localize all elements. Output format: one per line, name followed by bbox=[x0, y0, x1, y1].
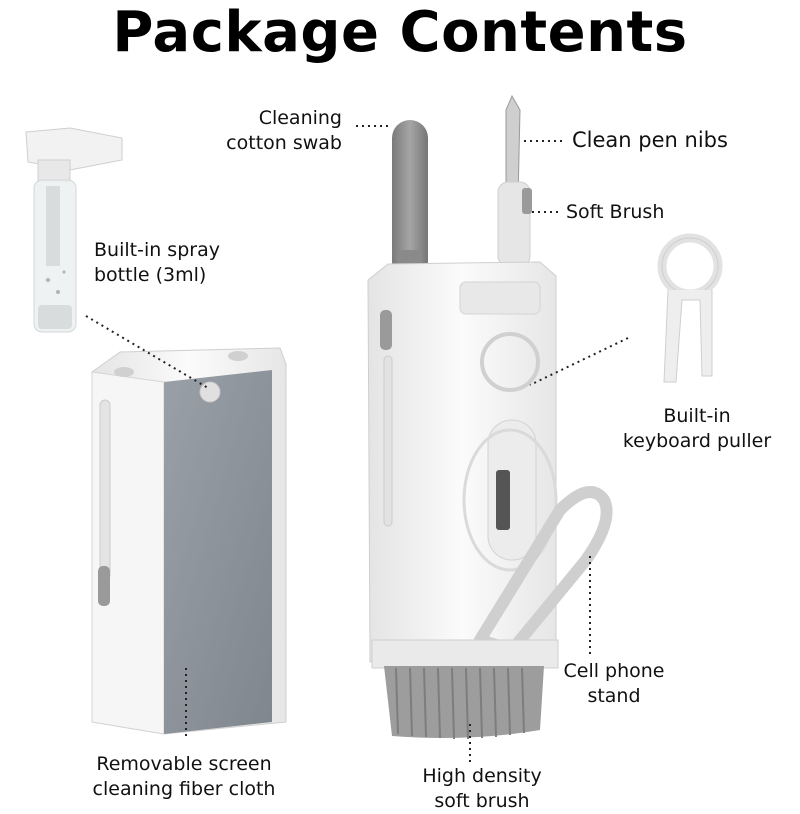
spray-bottle bbox=[25, 127, 123, 333]
screen-cloth-case bbox=[91, 347, 287, 735]
soft-brush-bristles bbox=[384, 666, 544, 740]
pen-nibs-label: Clean pen nibs bbox=[572, 128, 728, 152]
phone-stand-label: Cell phone stand bbox=[563, 660, 665, 707]
keyboard-puller-label: Built-in keyboard puller bbox=[622, 405, 772, 452]
page-title: Package Contents bbox=[112, 0, 688, 65]
leader-lines bbox=[85, 125, 629, 762]
main-device-body bbox=[367, 94, 613, 669]
high-density-brush-label: High density soft brush bbox=[422, 765, 542, 812]
cotton-swab-label: Cleaning cotton swab bbox=[226, 107, 342, 154]
screen-cloth-label: Removable screen cleaning fiber cloth bbox=[92, 753, 276, 800]
spray-bottle-label: Built-in spray bottle (3ml) bbox=[94, 239, 220, 286]
soft-brush-label: Soft Brush bbox=[566, 201, 665, 223]
keyboard-puller bbox=[657, 233, 723, 383]
